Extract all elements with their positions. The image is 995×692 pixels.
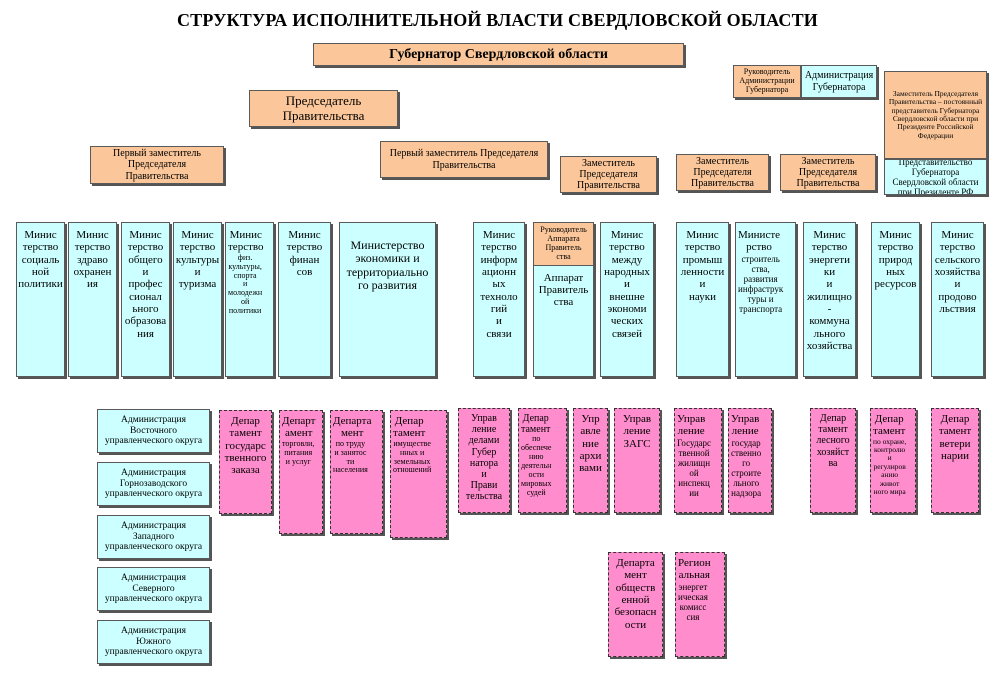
ministry-finance-box: Минис терство финан сов (278, 222, 331, 377)
ministry-industry-box: Минис терство промыш ленности и науки (676, 222, 729, 377)
department-box: Департ амент торговли, питания и услуг (279, 410, 323, 534)
page-title: СТРУКТУРА ИСПОЛНИТЕЛЬНОЙ ВЛАСТИ СВЕРДЛОВ… (176, 10, 819, 30)
department-subtitle: по охране, контролю и регулиров анию жив… (873, 436, 907, 496)
first-deputy-box: Первый заместитель Председателя Правител… (90, 146, 224, 184)
ministry-nature-box: Минис терство природ ных ресурсов (871, 222, 920, 377)
representation-box: Представительство Губернатора Свердловск… (884, 159, 987, 195)
department-title: Депар тамент (521, 413, 551, 436)
ministry-foreign-box: Минис терство между народных и внешне эк… (600, 222, 654, 377)
ministry-social-box: Минис терство социаль ной политики (16, 222, 65, 377)
department-box: Управ ление государ ственно го строите л… (728, 408, 772, 513)
department-subtitle: энергет ическая комисс сия (678, 581, 708, 622)
department-subtitle: торговли, питания и услуг (282, 438, 315, 466)
department-box: Управ ление ЗАГС (614, 408, 660, 513)
ministry-agriculture-box: Минис терство сельского хозяйства и прод… (931, 222, 984, 377)
governor-box: Губернатор Свердловской области (313, 43, 684, 66)
apparat-label: Аппарат Правитель ства (538, 271, 589, 309)
department-box: Регион альная энергет ическая комисс сия (675, 552, 725, 657)
chairman-box: Председатель Правительства (249, 90, 398, 127)
district-box: Администрация Южного управленческого окр… (97, 620, 210, 664)
department-box: Департа мент обществ енной безопасн ости (608, 552, 663, 657)
department-title: Управ ление (731, 413, 760, 438)
department-title: Департ амент (282, 415, 316, 440)
department-subtitle: имуществе нных и земельных отношений (393, 438, 432, 475)
department-box: Депар тамент ветери нарии (931, 408, 979, 513)
district-box: Администрация Горнозаводского управленче… (97, 462, 210, 506)
department-box: Депар тамент по обеспече нию деятельн ос… (518, 408, 567, 513)
department-subtitle: по обеспече нию деятельн ости мировых су… (521, 434, 552, 498)
department-title: Депар тамент (393, 415, 426, 440)
department-box: Депар тамент лесного хозяйст ва (810, 408, 856, 513)
apparat-box: Руководитель Аппарата Правитель ства Апп… (533, 222, 594, 377)
department-title: Управ ление (677, 413, 706, 438)
department-box: Упр авле ние архи вами (573, 408, 608, 513)
ministry-sport-subtitle: физ. культуры, спорта и молодежн ой поли… (228, 252, 263, 316)
deputy-box: Заместитель Председателя Правительства (676, 154, 769, 191)
ministry-culture-box: Минис терство культуры и туризма (173, 222, 222, 377)
district-box: Администрация Западного управленческого … (97, 515, 210, 559)
ministry-it-box: Минис терство информ ационн ых техноло г… (473, 222, 525, 377)
ministry-education-box: Минис терство общего и профес сионал ьно… (121, 222, 170, 377)
first-deputy-box: Первый заместитель Председателя Правител… (380, 141, 548, 178)
ministry-health-box: Минис терство здраво охранен ия (68, 222, 117, 377)
ministry-sport-box: Минис терство физ. культуры, спорта и мо… (225, 222, 274, 377)
department-box: Депар тамент государс твенного заказа (219, 410, 272, 514)
department-box: Депар тамент имуществе нных и земельных … (390, 410, 447, 538)
ministry-economy-box: Министерство экономики и территориально … (339, 222, 436, 377)
ministry-sport-title: Минис терство (228, 229, 264, 254)
department-title: Депар тамент (873, 413, 906, 438)
department-subtitle: государ ственно го строите льного надзор… (731, 437, 762, 499)
department-title: Регион альная (678, 557, 711, 582)
department-box: Управ ление делами Губер натора и Прави … (458, 408, 510, 513)
district-box: Администрация Восточного управленческого… (97, 409, 210, 453)
ministry-construction-subtitle: строитель ства, развития инфраструк туры… (738, 253, 784, 315)
department-subtitle: по труду и занятос ти населения (333, 438, 368, 475)
apparat-head-label: Руководитель Аппарата Правитель ства (534, 223, 593, 266)
department-box: Департа мент по труду и занятос ти насел… (330, 410, 383, 534)
department-subtitle: Государс твенной жилищн ой инспекц ии (677, 437, 712, 499)
ministry-construction-title: Министе рство (738, 229, 781, 254)
department-box: Депар тамент по охране, контролю и регул… (870, 408, 916, 513)
department-title: Департа мент (333, 415, 372, 440)
ministry-energy-box: Минис терство энергети ки и жилищно - ко… (803, 222, 856, 377)
deputy-box: Заместитель Председателя Правительства (780, 154, 876, 191)
deputy-box: Заместитель Председателя Правительства (560, 156, 657, 193)
admin-head-box: Руководитель Администрации Губернатора (733, 65, 801, 98)
admin-box: Администрация Губернатора (801, 65, 877, 98)
deputy-representative-box: Заместитель Председателя Правительства –… (884, 71, 987, 159)
department-box: Управ ление Государс твенной жилищн ой и… (674, 408, 722, 513)
ministry-construction-box: Министе рство строитель ства, развития и… (735, 222, 796, 377)
district-box: Администрация Северного управленческого … (97, 567, 210, 611)
